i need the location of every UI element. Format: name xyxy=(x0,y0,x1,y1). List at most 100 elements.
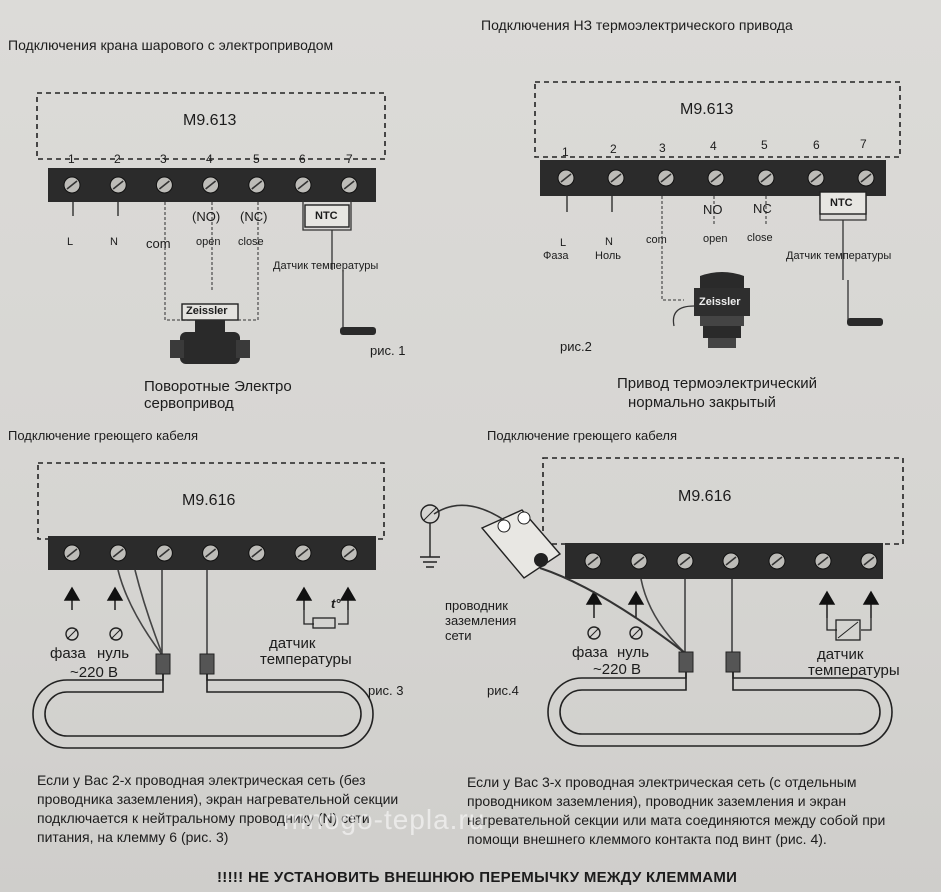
fig1-terminal-4: 4 xyxy=(206,152,213,166)
fig2-caption-line2: нормально закрытый xyxy=(628,394,776,411)
fig4-label-voltage: ~220 В xyxy=(593,661,641,678)
fig3-label-faza: фаза xyxy=(50,645,86,662)
fig2-model: M9.613 xyxy=(680,101,734,118)
fig1-terminal-5: 5 xyxy=(253,152,260,166)
fig3-sensor-line2: температуры xyxy=(260,651,352,668)
fig4-screw-slot xyxy=(771,556,783,566)
fig1-diagram xyxy=(36,92,386,364)
fig4-screw-slot xyxy=(587,556,599,566)
fig2-brand: Zeissler xyxy=(699,296,741,308)
fig2-diagram xyxy=(534,81,901,348)
fig4-diagram xyxy=(420,457,904,747)
fig2-label-no: NO xyxy=(703,202,723,217)
fig4-label-nul: нуль xyxy=(617,644,650,661)
fig4-model: M9.616 xyxy=(678,488,732,505)
fig1-label-no: (NO) xyxy=(192,209,221,224)
fig3-title: Подключение греющего кабеля xyxy=(8,428,198,443)
fig2-label-faza: Фаза xyxy=(543,250,569,262)
fig4-ground-line3: сети xyxy=(445,628,472,643)
fig3-label-voltage: ~220 В xyxy=(70,664,118,681)
fig1-brand: Zeissler xyxy=(186,305,228,317)
fig1-label-L: L xyxy=(67,236,74,248)
fig1-terminal-7: 7 xyxy=(346,152,353,166)
fig4-screw-slot xyxy=(633,556,645,566)
fig1-caption-line1: Поворотные Электро xyxy=(144,378,292,395)
fig1-ntc-label: NTC xyxy=(315,210,338,222)
fig1-screw-slot xyxy=(297,180,309,190)
fig2-label-L: L xyxy=(560,237,567,249)
fig2-label-com: com xyxy=(646,234,667,246)
fig1-label-N: N xyxy=(110,236,118,248)
fig3-diagram xyxy=(32,462,385,749)
fig1-sensor-probe xyxy=(340,327,376,335)
fig2-sensor-label: Датчик температуры xyxy=(786,250,892,262)
fig1-screw-slot xyxy=(343,180,355,190)
fig3-screw-slot xyxy=(297,548,309,558)
fig1-label-close: close xyxy=(238,236,264,248)
fig3-screw-slot xyxy=(205,548,217,558)
fig4-fig-label: рис.4 xyxy=(487,683,519,698)
fig2-terminal-3: 3 xyxy=(659,141,666,155)
fig1-terminal-1: 1 xyxy=(68,152,75,166)
fig1-ball-valve xyxy=(180,332,240,364)
fig3-screw-slot xyxy=(343,548,355,558)
fig3-note: Если у Вас 2-х проводная электрическая с… xyxy=(37,772,399,845)
fig2-screw-slot xyxy=(560,173,572,183)
fig2-terminal-6: 6 xyxy=(813,138,820,152)
fig4-screw-slot xyxy=(679,556,691,566)
fig1-model: M9.613 xyxy=(183,112,237,129)
fig2-terminal-5: 5 xyxy=(761,138,768,152)
fig2-controller-outline xyxy=(534,81,901,158)
fig1-label-nc: (NC) xyxy=(240,209,268,224)
fig4-label-faza: фаза xyxy=(572,644,608,661)
fig2-screw-slot xyxy=(660,173,672,183)
fig4-sensor-line1: датчик xyxy=(817,646,864,663)
fig2-caption-line1: Привод термоэлектрический xyxy=(617,375,817,392)
fig3-t-symbol: t° xyxy=(331,596,341,611)
fig4-screw-slot xyxy=(817,556,829,566)
fig1-screw-slot xyxy=(251,180,263,190)
fig4-screw-slot xyxy=(863,556,875,566)
fig3-screw-slot xyxy=(251,548,263,558)
fig2-ntc-box xyxy=(819,191,867,215)
fig4-ground-line1: проводник xyxy=(445,598,508,613)
fig2-label-nc: NC xyxy=(753,201,772,216)
fig4-sensor-line2: температуры xyxy=(808,662,900,679)
fig1-caption-line2: сервопривод xyxy=(144,395,234,412)
fig3-screw-slot xyxy=(66,548,78,558)
fig2-sensor-probe xyxy=(847,318,883,326)
fig1-label-open: open xyxy=(196,236,221,248)
fig2-terminal-4: 4 xyxy=(710,139,717,153)
fig1-title: Подключения крана шарового с электроприв… xyxy=(8,37,334,53)
fig2-screw-slot xyxy=(860,173,872,183)
fig1-terminal-3: 3 xyxy=(160,152,167,166)
fig2-thermo-actuator xyxy=(694,288,750,316)
fig4-note: Если у Вас 3-х проводная электрическая с… xyxy=(467,774,886,847)
fig3-model: M9.616 xyxy=(182,492,236,509)
fig2-label-close: close xyxy=(747,232,773,244)
fig3-fig-label: рис. 3 xyxy=(368,683,404,698)
fig3-label-nul: нуль xyxy=(97,645,130,662)
fig2-terminal-2: 2 xyxy=(610,142,617,156)
fig2-label-open: open xyxy=(703,233,728,245)
fig1-fig-label: рис. 1 xyxy=(370,343,406,358)
fig2-ntc-label: NTC xyxy=(830,197,853,209)
warning-banner: !!!!! НЕ УСТАНОВИТЬ ВНЕШНЮЮ ПЕРЕМЫЧКУ МЕ… xyxy=(217,869,738,886)
fig3-screw-slot xyxy=(158,548,170,558)
fig1-terminal-6: 6 xyxy=(299,152,306,166)
fig2-screw-slot xyxy=(810,173,822,183)
fig1-terminal-2: 2 xyxy=(114,152,121,166)
fig3-screw-slot xyxy=(112,548,124,558)
fig4-title: Подключение греющего кабеля xyxy=(487,428,677,443)
fig1-controller-outline xyxy=(36,92,386,160)
fig2-title: Подключения НЗ термоэлектрического приво… xyxy=(481,17,793,33)
fig2-screw-slot xyxy=(710,173,722,183)
fig1-ntc-box xyxy=(304,204,350,228)
fig1-screw-slot xyxy=(66,180,78,190)
watermark: mnogo-tepla.ru xyxy=(283,804,486,835)
fig4-screw-slot xyxy=(725,556,737,566)
fig1-sensor-label: Датчик температуры xyxy=(273,260,379,272)
fig1-screw-slot xyxy=(205,180,217,190)
